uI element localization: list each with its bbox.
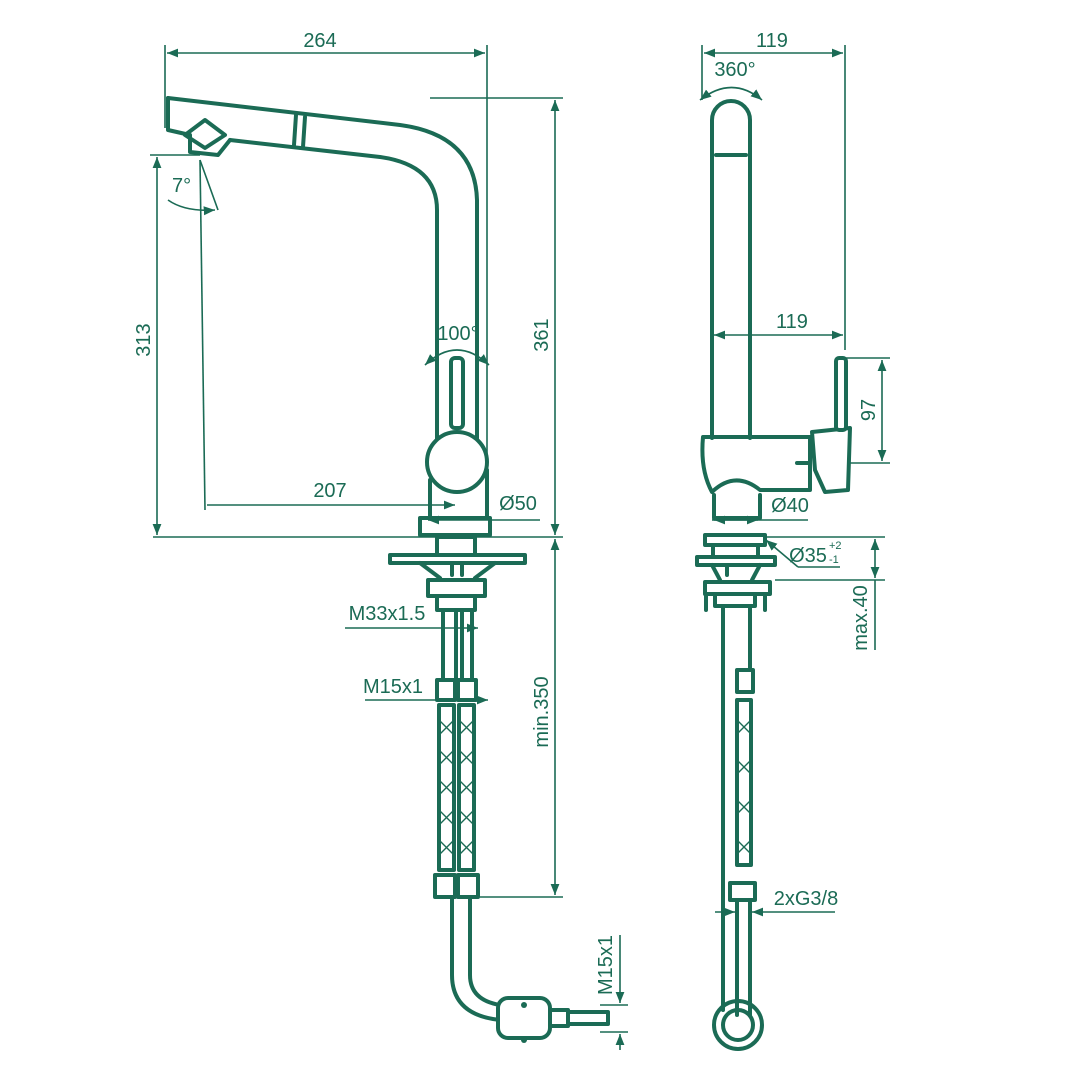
hoses: [433, 703, 480, 899]
dim-diameter-50: Ø50: [428, 493, 540, 525]
dim-361-label: 361: [531, 318, 553, 351]
dim-207-label: 207: [313, 480, 346, 502]
dim-g38: 2xG3/8: [715, 888, 838, 917]
rotation-360: 360°: [699, 59, 763, 101]
dim-min-350-label: min.350: [531, 676, 553, 747]
angle-7-label: 7°: [172, 175, 191, 197]
dim-119-mid-label: 119: [776, 311, 808, 333]
dim-m33-label: M33x1.5: [349, 603, 426, 625]
dim-diameter-40: Ø40: [712, 495, 809, 525]
dim-207: 207: [207, 480, 455, 510]
angle-100-label: 100°: [437, 323, 478, 345]
dim-97-label: 97: [858, 399, 880, 421]
angle-7: 7°: [167, 159, 219, 511]
dim-119-top-label: 119: [756, 30, 788, 52]
mounting: [388, 535, 527, 702]
side-view: 119 360° 119 97 Ø4: [695, 30, 890, 1051]
spout: [166, 96, 479, 442]
dim-diameter-50-label: Ø50: [499, 493, 537, 515]
shower-hose: M15x1: [450, 895, 628, 1050]
dim-max-40: max.40: [765, 536, 885, 651]
rotation-360-label: 360°: [714, 59, 755, 81]
dim-m33: M33x1.5: [345, 603, 478, 633]
front-view: 264 7° 361 313: [133, 30, 628, 1050]
dim-diameter-35-label: Ø35: [789, 545, 827, 567]
tolerance-plus: +2: [829, 540, 842, 552]
tolerance-minus: -1: [829, 554, 839, 566]
dim-m15: M15x1: [363, 676, 488, 705]
dim-m15-label: M15x1: [363, 676, 423, 698]
dim-264-label: 264: [303, 30, 336, 52]
side-spout: [710, 99, 752, 440]
dim-97: 97: [845, 357, 890, 464]
dim-313-label: 313: [133, 323, 155, 356]
side-body: [700, 356, 852, 520]
side-mounting: [695, 533, 777, 1051]
dim-119-mid: 119: [714, 311, 843, 340]
dim-diameter-35: Ø35 +2 -1: [765, 539, 842, 568]
dim-313: 313: [133, 154, 200, 535]
dim-264: 264: [164, 30, 488, 470]
dim-m15-vertical-label: M15x1: [595, 935, 617, 995]
dim-g38-label: 2xG3/8: [774, 888, 838, 910]
dim-119-top: 119: [701, 30, 846, 350]
lever: 100°: [424, 323, 490, 494]
dim-min-350: min.350: [480, 539, 563, 898]
dim-diameter-40-label: Ø40: [771, 495, 809, 517]
dim-max-40-label: max.40: [850, 585, 872, 651]
dim-361: 361: [430, 97, 563, 535]
